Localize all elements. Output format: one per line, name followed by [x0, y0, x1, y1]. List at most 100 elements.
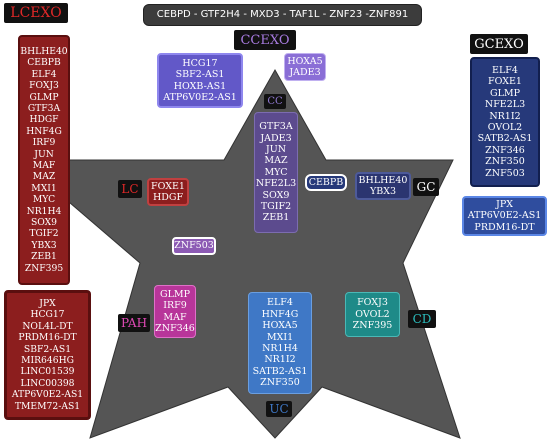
- gene-label: HCG17: [182, 57, 218, 69]
- gene-label: GLMP: [29, 91, 59, 103]
- gene-label: IRF9: [32, 137, 56, 149]
- gene-label: SOX9: [30, 217, 58, 229]
- gene-label: PRDM16-DT: [474, 221, 535, 233]
- gene-label: YBX3: [369, 186, 397, 197]
- cd-label: CD: [408, 310, 436, 328]
- gene-label: BHLHE40: [358, 174, 408, 186]
- gene-label: SBF2-AS1: [23, 343, 72, 355]
- gene-label: GTF3A: [259, 121, 293, 133]
- gene-label: GLMP: [489, 87, 521, 99]
- gene-label: CEBPB: [27, 57, 61, 69]
- gene-label: ZNF346: [155, 322, 195, 334]
- gene-label: FOXJ3: [357, 297, 388, 309]
- gene-label: SBF2-AS1: [175, 69, 225, 81]
- gene-label: LINC00398: [20, 377, 75, 389]
- gene-label: FOXE1: [488, 76, 522, 88]
- gene-label: MAF: [32, 160, 56, 171]
- gene-label: MYC: [32, 194, 56, 206]
- gene-label: ZNF503: [174, 240, 214, 252]
- gene-label: JADE3: [260, 132, 292, 144]
- gene-label: MXI1: [31, 182, 57, 194]
- gene-label: MXI1: [266, 331, 294, 343]
- gene-label: SATB2-AS1: [252, 365, 308, 377]
- cebpb-box: CEBPB: [305, 174, 347, 191]
- gene-label: TGIF2: [29, 228, 59, 240]
- pah-label: PAH: [118, 314, 150, 332]
- gene-label: ATP6V0E2-AS1: [163, 91, 237, 103]
- gene-label: FOXJ3: [29, 80, 59, 92]
- gene-label: OVOL2: [355, 308, 390, 320]
- gene-label: BHLHE40: [20, 45, 68, 57]
- gene-label: ATP6V0E2-AS1: [467, 210, 542, 222]
- lcexo-label: LCEXO: [4, 3, 68, 23]
- gene-label: CEBPB: [308, 176, 344, 188]
- gene-label: FOXE1: [151, 180, 185, 192]
- gene-label: GTF3A: [27, 102, 61, 114]
- gene-label: HCG17: [30, 309, 65, 321]
- gene-label: NR1H4: [262, 343, 298, 354]
- gene-label: HOXA5: [287, 55, 323, 67]
- gene-label: ZNF395: [24, 262, 64, 274]
- gene-label: ZNF395: [352, 320, 393, 332]
- gene-label: TMEM72-AS1: [14, 400, 81, 412]
- gene-label: NFE2L3: [484, 99, 526, 111]
- gene-label: ZEB1: [31, 251, 57, 263]
- gene-label: HDGF: [29, 114, 59, 126]
- gene-label: MYC: [264, 166, 288, 178]
- gene-label: ZNF346: [485, 144, 525, 156]
- gene-label: HOXB-AS1: [173, 80, 227, 92]
- gene-label: MAZ: [264, 155, 288, 167]
- gene-label: LINC01539: [20, 366, 75, 378]
- znf503-box: ZNF503: [172, 237, 216, 255]
- gene-label: TGIF2: [260, 201, 292, 213]
- gene-label: IRF9: [163, 300, 187, 312]
- lc-label: LC: [118, 180, 142, 198]
- cc-label: CC: [264, 94, 286, 109]
- gene-label: NR1I2: [489, 110, 521, 122]
- gene-label: HDGF: [152, 192, 184, 203]
- gene-label: NFE2L3: [255, 178, 297, 190]
- gene-label: JPX: [39, 297, 56, 309]
- banner-text: CEBPD - GTF2H4 - MXD3 - TAF1L - ZNF23 -Z…: [156, 9, 409, 21]
- gcexo-label: GCEXO: [470, 34, 528, 54]
- gene-label: ELF4: [31, 68, 57, 80]
- gene-label: HOXA5: [262, 320, 298, 332]
- gene-label: ZEB1: [262, 212, 290, 224]
- gene-label: GLMP: [159, 288, 191, 300]
- gene-label: ZNF503: [485, 167, 525, 179]
- gene-label: MAF: [163, 311, 187, 323]
- gene-label: ELF4: [267, 297, 293, 309]
- gene-label: ATP6V0E2-AS1: [11, 389, 84, 401]
- gene-label: YBX3: [31, 239, 57, 251]
- gene-label: OVOL2: [487, 122, 523, 133]
- common-genes-banner: CEBPD - GTF2H4 - MXD3 - TAF1L - ZNF23 -Z…: [143, 4, 422, 26]
- uc-label: UC: [266, 401, 292, 417]
- gene-label: NR1I2: [264, 354, 296, 366]
- gene-label: HNF4G: [26, 125, 62, 137]
- gene-label: SOX9: [262, 189, 290, 201]
- gene-label: MIR646HG: [21, 355, 74, 366]
- gene-label: PRDM16-DT: [18, 332, 77, 344]
- gene-label: ZNF350: [260, 377, 300, 389]
- gene-label: ZNF350: [485, 156, 525, 168]
- gene-label: JUN: [265, 143, 287, 155]
- gene-label: JUN: [34, 148, 54, 160]
- gene-label: NOL4L-DT: [22, 320, 73, 332]
- gene-label: JPX: [496, 198, 513, 210]
- ccexo-label: CCEXO: [234, 30, 296, 50]
- gene-label: JADE3: [289, 67, 321, 78]
- gene-label: MAZ: [32, 171, 56, 183]
- gene-label: HNF4G: [261, 308, 299, 320]
- gene-label: NR1H4: [26, 205, 62, 217]
